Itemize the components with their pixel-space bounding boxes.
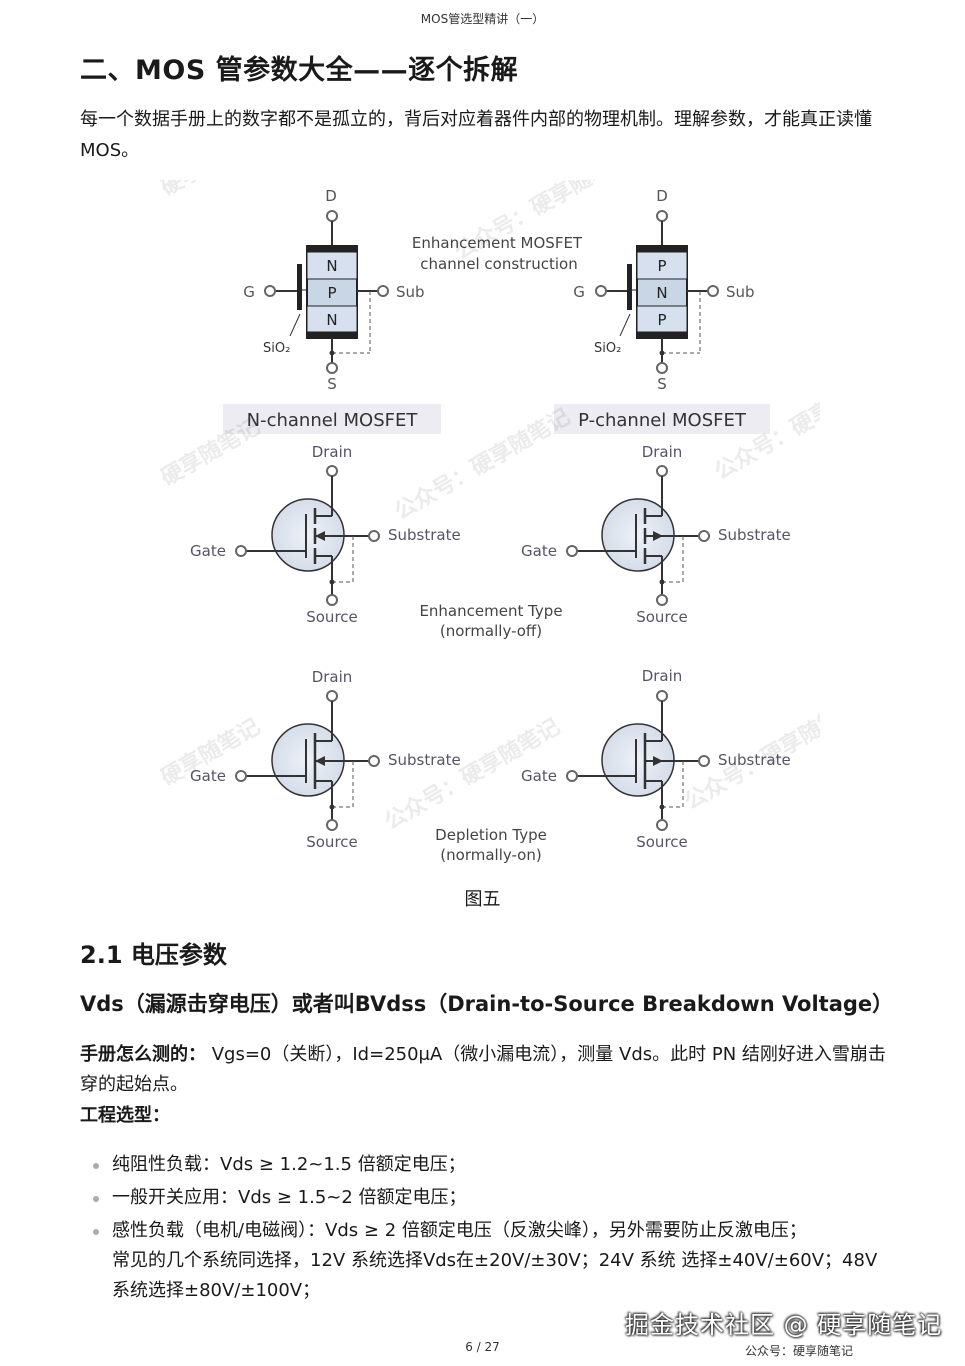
gate-pin-label: G: [573, 283, 585, 301]
layer-label: N: [656, 284, 667, 302]
list-item-text: 一般开关应用：Vds ≥ 1.5~2 倍额定电压；: [112, 1187, 467, 1208]
gate-terminal: [264, 285, 276, 297]
gate-label: Gate: [521, 542, 557, 560]
layer-label: N: [326, 311, 337, 329]
p-channel-construction: D P N P G Sub S SiO₂: [573, 187, 754, 393]
source-terminal: [656, 819, 668, 831]
source-terminal: [326, 362, 338, 374]
n-enhancement-symbol: Drain Gate Substrate Source: [190, 443, 461, 626]
gate-terminal: [566, 770, 578, 782]
substrate-terminal: [698, 530, 710, 542]
sub-pin-label: Sub: [726, 283, 755, 301]
running-header: MOS管选型精讲（一）: [420, 12, 545, 26]
gate-terminal: [235, 770, 247, 782]
construction-title-line2: channel construction: [420, 255, 577, 273]
substrate-label: Substrate: [718, 751, 791, 769]
parameter-title: Vds（漏源击穿电压）或者叫BVdss（Drain-to-Source Brea…: [80, 992, 894, 1016]
p-depletion-symbol: Drain Gate Substrate Source: [521, 667, 791, 851]
p-channel-label: P-channel MOSFET: [578, 410, 747, 431]
substrate-label: Substrate: [718, 526, 791, 544]
substrate-terminal: [698, 755, 710, 767]
depletion-type-line1: Depletion Type: [435, 826, 547, 844]
layer-label: P: [657, 311, 666, 329]
enhancement-type-line2: (normally-off): [440, 622, 542, 640]
subsection-title: 2.1 电压参数: [80, 941, 227, 969]
drain-label: Drain: [312, 443, 353, 461]
drain-label: Drain: [312, 668, 353, 686]
substrate-terminal: [368, 755, 380, 767]
drain-label: Drain: [642, 443, 683, 461]
substrate-terminal: [377, 285, 389, 297]
source-terminal: [326, 594, 338, 606]
drain-terminal: [656, 690, 668, 702]
section-title: 二、MOS 管参数大全——逐个拆解: [80, 55, 519, 86]
watermark: 公众号：硬享随笔记: [160, 180, 264, 245]
p-channel-label-box: [554, 404, 770, 434]
page-number: 6 / 27: [465, 1340, 500, 1354]
depletion-type-line2: (normally-on): [440, 846, 541, 864]
source-label: Source: [636, 608, 688, 626]
drain-terminal: [326, 210, 338, 222]
source-pin-label: S: [327, 375, 337, 393]
watermark: 公众号：硬享随笔记: [160, 414, 264, 536]
list-item: 纯阻性负载：Vds ≥ 1.2~1.5 倍额定电压；: [90, 1150, 880, 1180]
intro-paragraph: 每一个数据手册上的数字都不是孤立的，背后对应着器件内部的物理机制。理解参数，才能…: [80, 109, 872, 161]
p-enhancement-symbol: Drain Gate Substrate Source: [521, 443, 791, 626]
measurement-label: 手册怎么测的：: [80, 1044, 206, 1065]
gate-label: Gate: [190, 767, 226, 785]
construction-title-line1: Enhancement MOSFET: [412, 234, 583, 252]
list-item-note: 常见的几个系统同选择，12V 系统选择Vds在±20V/±30V；24V 系统 …: [112, 1250, 878, 1301]
source-pin-label: S: [657, 375, 667, 393]
drain-terminal: [326, 690, 338, 702]
enhancement-type-line1: Enhancement Type: [419, 602, 562, 620]
source-terminal: [326, 819, 338, 831]
measurement-text: Vgs=0（关断），Id=250μA（微小漏电流），测量 Vds。此时 PN 结…: [80, 1044, 886, 1095]
gate-pin-label: G: [243, 283, 255, 301]
drain-label: Drain: [642, 667, 683, 685]
watermark-group: 公众号：硬享随笔记 公众号：硬享随笔记 公众号：硬享随笔记 公众号：硬享随笔记 …: [80, 124, 894, 836]
sub-pin-label: Sub: [396, 283, 425, 301]
selection-list: 纯阻性负载：Vds ≥ 1.2~1.5 倍额定电压； 一般开关应用：Vds ≥ …: [90, 1150, 880, 1309]
measurement-paragraph: 手册怎么测的： Vgs=0（关断），Id=250μA（微小漏电流），测量 Vds…: [80, 1040, 895, 1100]
list-item: 感性负载（电机/电磁阀）：Vds ≥ 2 倍额定电压（反激尖峰），另外需要防止反…: [90, 1216, 880, 1306]
n-channel-label-box: [223, 404, 441, 434]
gate-label: Gate: [521, 767, 557, 785]
gate-terminal: [235, 545, 247, 557]
list-item-text: 感性负载（电机/电磁阀）：Vds ≥ 2 倍额定电压（反激尖峰），另外需要防止反…: [112, 1220, 807, 1241]
substrate-terminal: [707, 285, 719, 297]
n-channel-construction: D N P N G Sub S SiO₂: [243, 187, 424, 393]
list-item: 一般开关应用：Vds ≥ 1.5~2 倍额定电压；: [90, 1183, 880, 1213]
source-label: Source: [306, 833, 358, 851]
substrate-label: Substrate: [388, 526, 461, 544]
substrate-terminal: [368, 530, 380, 542]
layer-label: N: [326, 257, 337, 275]
drain-pin-label: D: [656, 187, 668, 205]
n-depletion-symbol: Drain Gate Substrate Source: [190, 668, 461, 851]
source-label: Source: [306, 608, 358, 626]
community-watermark: 掘金技术社区 @ 硬享随笔记: [625, 1311, 943, 1339]
mosfet-figure: Enhancement MOSFET channel construction …: [80, 124, 894, 880]
layer-label: P: [327, 284, 336, 302]
drain-terminal: [656, 210, 668, 222]
list-item-text: 纯阻性负载：Vds ≥ 1.2~1.5 倍额定电压；: [112, 1154, 466, 1175]
selection-heading: 工程选型：: [80, 1105, 170, 1126]
figure-caption: 图五: [464, 889, 501, 910]
source-label: Source: [636, 833, 688, 851]
n-channel-label: N-channel MOSFET: [247, 410, 419, 431]
source-terminal: [656, 594, 668, 606]
substrate-label: Substrate: [388, 751, 461, 769]
drain-pin-label: D: [325, 187, 337, 205]
layer-label: P: [657, 257, 666, 275]
source-terminal: [656, 362, 668, 374]
watermark: 公众号：硬享随笔记: [680, 694, 820, 816]
watermark: 公众号：硬享随笔记: [450, 180, 634, 265]
footer-account: 公众号：硬享随笔记: [745, 1344, 854, 1358]
oxide-label: SiO₂: [594, 341, 621, 356]
drain-terminal: [656, 465, 668, 477]
gate-label: Gate: [190, 542, 226, 560]
oxide-label: SiO₂: [263, 341, 290, 356]
gate-terminal: [566, 545, 578, 557]
gate-terminal: [595, 285, 607, 297]
drain-terminal: [326, 465, 338, 477]
